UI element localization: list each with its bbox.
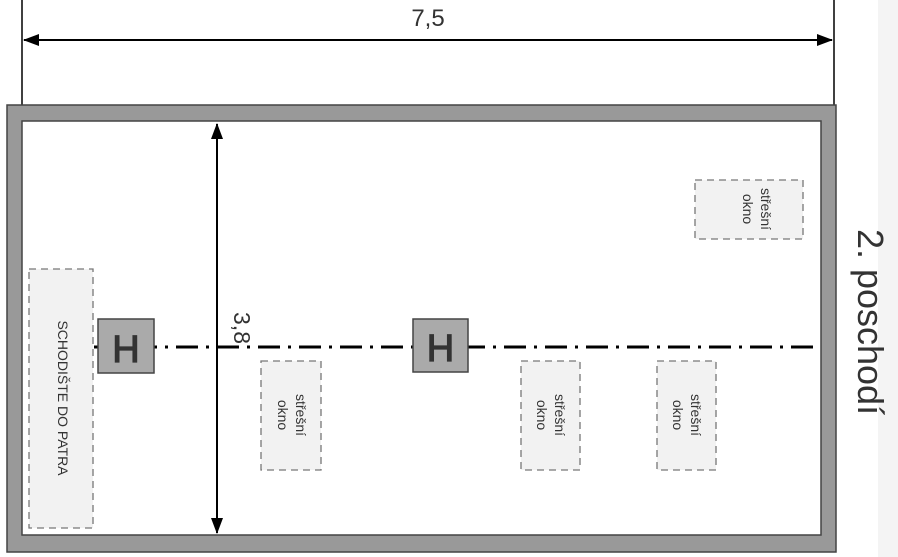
beam-column-left: H (97, 318, 155, 374)
roof-window-top-right: střešní okno (694, 179, 804, 240)
roof-window-label-2: okno (275, 400, 291, 431)
roof-window-box (694, 179, 804, 240)
roof-window-label-2: okno (740, 194, 756, 225)
width-dimension-label: 7,5 (411, 5, 444, 32)
roof-window-box (260, 360, 322, 471)
roof-window-label-1: střešní (758, 188, 774, 230)
roof-window-box (520, 360, 581, 471)
staircase-area: SCHODIŠTE DO PATRA (28, 268, 94, 529)
height-dimension: 3,8 (211, 123, 255, 534)
staircase-label: SCHODIŠTE DO PATRA (55, 320, 71, 476)
column-left-box (97, 318, 155, 374)
floor-label: 2. poschodí (850, 229, 891, 415)
outer-wall (6, 104, 837, 553)
column-center-symbol: H (427, 328, 454, 370)
right-edge-strip (878, 0, 898, 557)
roof-window-label-1: střešní (688, 394, 704, 436)
column-center-box (412, 318, 469, 373)
beam-column-center: H (412, 318, 469, 373)
roof-window-label-2: okno (534, 400, 550, 431)
roof-window-left: střešní okno (260, 360, 322, 471)
roof-window-middle: střešní okno (520, 360, 581, 471)
roof-window-right: střešní okno (656, 360, 717, 471)
roof-window-label-1: střešní (293, 394, 309, 436)
height-dimension-label: 3,8 (229, 312, 255, 344)
column-left-symbol: H (112, 329, 139, 371)
roof-window-label-1: střešní (552, 394, 568, 436)
roof-window-box (656, 360, 717, 471)
roof-window-label-2: okno (670, 400, 686, 431)
width-dimension: 7,5 (21, 0, 835, 105)
staircase-box (28, 268, 94, 529)
